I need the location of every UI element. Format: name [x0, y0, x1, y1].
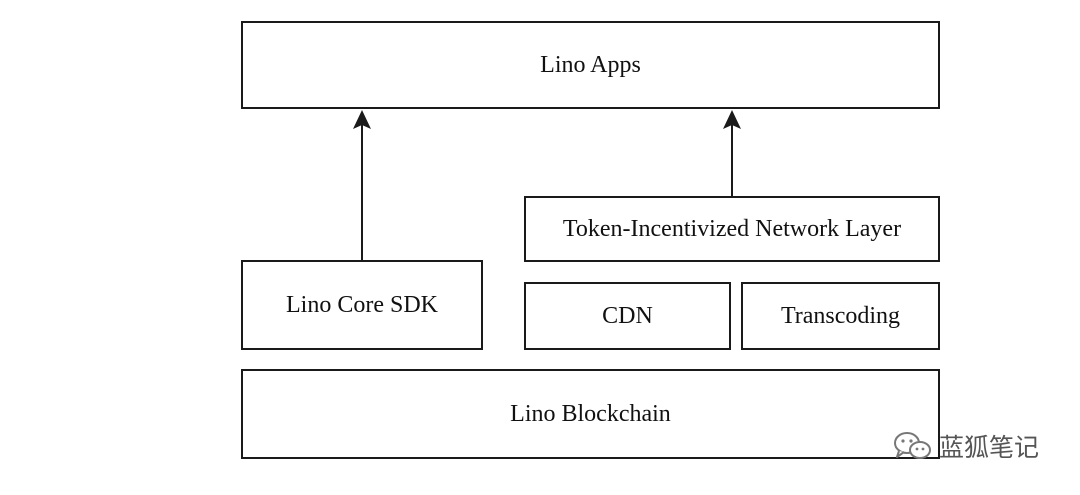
token-incentivized-network-layer-box: Token-Incentivized Network Layer — [524, 196, 940, 262]
cdn-label: CDN — [602, 302, 653, 329]
cdn-box: CDN — [524, 282, 731, 350]
lino-apps-label: Lino Apps — [540, 51, 641, 78]
arrow-sdk-to-apps — [353, 110, 371, 260]
wechat-icon — [893, 431, 933, 461]
transcoding-box: Transcoding — [741, 282, 940, 350]
watermark: 蓝狐笔记 — [893, 428, 1039, 464]
lino-blockchain-box: Lino Blockchain — [241, 369, 940, 459]
lino-apps-box: Lino Apps — [241, 21, 940, 109]
transcoding-label: Transcoding — [780, 302, 901, 329]
arrow-token-layer-to-apps — [723, 110, 741, 196]
blockchain-label: Lino Blockchain — [510, 400, 671, 427]
watermark-text: 蓝狐笔记 — [939, 433, 1040, 462]
core-sdk-label: Lino Core SDK — [286, 291, 438, 318]
lino-core-sdk-box: Lino Core SDK — [241, 260, 483, 350]
token-layer-label: Token-Incentivized Network Layer — [562, 215, 902, 242]
